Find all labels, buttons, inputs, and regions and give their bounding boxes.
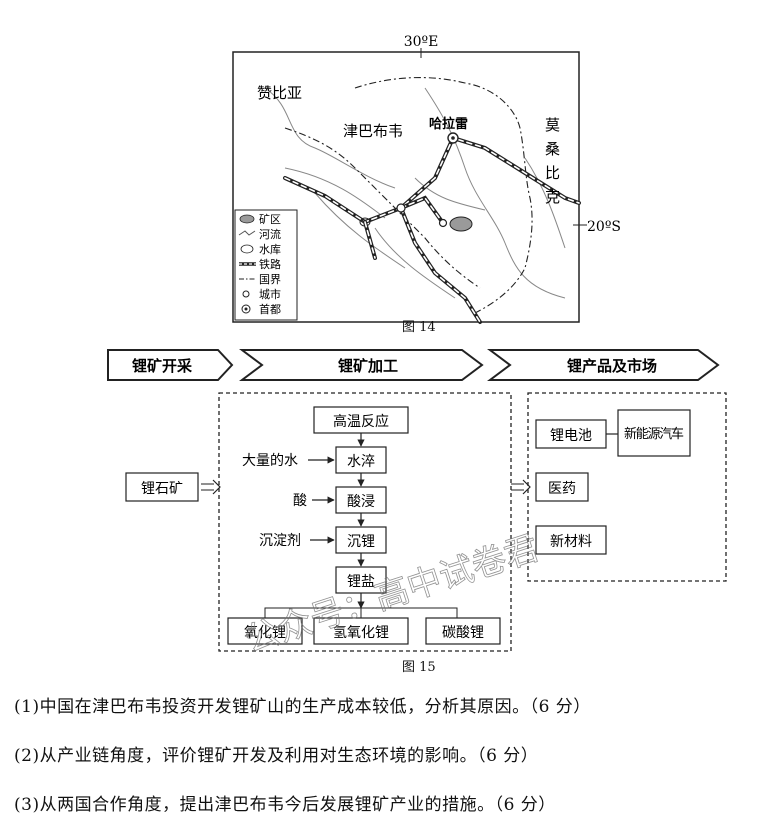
svg-text:锂矿开采: 锂矿开采	[132, 357, 193, 375]
svg-text:新能源汽车: 新能源汽车	[624, 426, 684, 442]
market-region	[527, 392, 727, 582]
legend-mine-icon	[239, 214, 255, 224]
svg-text:矿区: 矿区	[259, 213, 281, 226]
legend-river-icon	[238, 230, 256, 236]
product-box-lithium-hydroxide	[313, 617, 409, 645]
svg-text:酸浸: 酸浸	[347, 494, 375, 510]
svg-text:首都: 首都	[259, 302, 281, 316]
input-label-acid: 酸	[293, 493, 307, 509]
svg-text:沉锂: 沉锂	[347, 534, 375, 550]
svg-text:水库: 水库	[259, 243, 281, 256]
map-legend: 矿区 河流 水库 铁路 国界 城市 首都	[234, 209, 298, 321]
question-3: (3)从两国合作角度，提出津巴布韦今后发展锂矿产业的措施。（6 分）	[14, 795, 556, 815]
process-box-high-temp	[313, 406, 409, 434]
legend-city-icon	[242, 290, 250, 298]
double-arrow-icon	[511, 479, 531, 495]
country-label-mozambique-1: 莫	[545, 116, 560, 134]
capital-label: 哈拉雷	[429, 116, 468, 132]
country-label-zimbabwe: 津巴布韦	[343, 122, 403, 140]
input-label-water: 大量的水	[242, 453, 298, 469]
input-label-precipitant: 沉淀剂	[259, 533, 301, 549]
figure-15-caption: 图 15	[402, 660, 436, 675]
product-bracket	[264, 607, 458, 618]
product-box-lithium-carbonate	[425, 617, 501, 645]
latitude-label: 20ºS	[587, 219, 621, 235]
svg-text:河流: 河流	[259, 227, 281, 241]
svg-text:锂矿加工: 锂矿加工	[338, 357, 398, 375]
market-box-battery	[535, 419, 607, 449]
city-icon	[396, 203, 406, 213]
legend-reservoir-icon	[240, 244, 254, 254]
svg-text:铁路: 铁路	[259, 258, 281, 271]
country-label-mozambique-3: 比	[545, 164, 560, 182]
figure-14-caption: 图 14	[402, 320, 436, 335]
svg-text:锂石矿: 锂石矿	[141, 481, 183, 497]
svg-text:国界: 国界	[259, 273, 281, 286]
product-box-lithium-oxide	[227, 617, 303, 645]
question-2: (2)从产业链角度，评价锂矿开发及利用对生态环境的影响。（6 分）	[14, 746, 539, 766]
process-box-lithium-salt	[335, 566, 387, 594]
svg-text:新材料: 新材料	[550, 534, 592, 550]
stage-banner-market	[487, 349, 720, 381]
svg-text:锂盐: 锂盐	[347, 574, 375, 590]
double-arrow-icon	[201, 479, 221, 495]
svg-text:氢氧化锂: 氢氧化锂	[333, 625, 389, 641]
svg-text:锂电池: 锂电池	[550, 428, 592, 444]
zimbabwe-map: 30ºE 20ºS 赞比亚 津巴布韦 哈拉雷 莫 桑	[232, 34, 621, 324]
svg-text:水淬: 水淬	[347, 454, 375, 470]
svg-text:医药: 医药	[548, 481, 576, 497]
market-box-medicine	[535, 472, 589, 502]
rivers	[264, 87, 566, 299]
question-1: (1)中国在津巴布韦投资开发锂矿山的生产成本较低，分析其原因。（6 分）	[14, 697, 591, 717]
raw-ore-box	[125, 472, 199, 502]
process-box-quench	[335, 446, 387, 474]
country-label-zambia: 赞比亚	[257, 84, 302, 102]
country-label-mozambique-2: 桑	[545, 140, 560, 158]
svg-text:碳酸锂: 碳酸锂	[442, 625, 484, 641]
mine-area-icon	[449, 216, 473, 232]
longitude-label: 30ºE	[404, 34, 439, 50]
market-box-nev	[617, 409, 691, 457]
svg-text:氧化锂: 氧化锂	[244, 625, 286, 641]
market-box-new-material	[535, 525, 607, 555]
svg-text:城市: 城市	[259, 287, 281, 301]
lithium-industry-chain: 锂矿开采 锂矿加工 锂产品及市场 锂石矿 高温反应 水淬 酸浸 沉锂 锂盐 大量…	[107, 349, 727, 660]
national-border	[284, 77, 533, 314]
processing-region	[218, 392, 512, 652]
svg-text:高温反应: 高温反应	[333, 413, 389, 430]
stage-banner-processing	[239, 349, 484, 381]
railways	[283, 135, 581, 324]
city-icon	[438, 218, 448, 228]
country-label-mozambique-4: 克	[545, 188, 560, 206]
stage-banner-mining	[107, 349, 234, 381]
svg-text:锂产品及市场: 锂产品及市场	[567, 357, 657, 375]
